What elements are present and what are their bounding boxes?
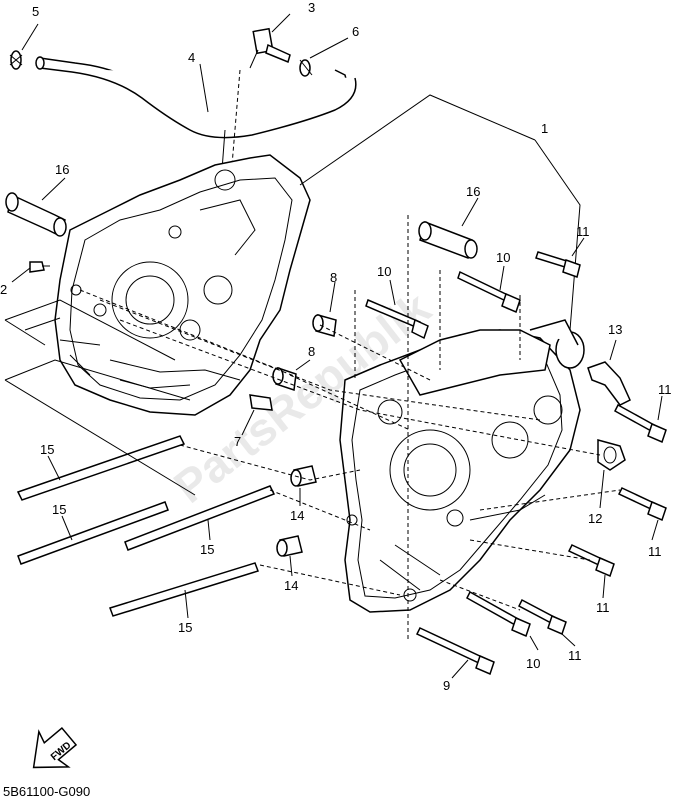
stud-15-d bbox=[109, 562, 259, 617]
bolt-11-d bbox=[567, 544, 615, 578]
leader-lines bbox=[11, 13, 663, 679]
label-part-1: 1 bbox=[541, 121, 548, 136]
label-part-11-d: 11 bbox=[596, 600, 610, 615]
bracket-13 bbox=[587, 361, 631, 406]
stud-15-a bbox=[16, 435, 186, 501]
collar-14-upper bbox=[290, 465, 317, 487]
label-part-15-b: 15 bbox=[52, 502, 66, 517]
stud-15-b bbox=[17, 501, 169, 565]
label-part-14-lower: 14 bbox=[284, 578, 298, 593]
label-part-2: 2 bbox=[0, 282, 7, 297]
bolt-10-c bbox=[466, 590, 531, 638]
crankcase-left bbox=[54, 154, 311, 416]
label-part-3: 3 bbox=[308, 0, 315, 15]
label-part-5: 5 bbox=[32, 4, 39, 19]
collar-8-upper bbox=[312, 314, 337, 337]
stud-15-c bbox=[124, 485, 276, 551]
label-part-15-a: 15 bbox=[40, 442, 54, 457]
label-part-11-b: 11 bbox=[658, 382, 672, 397]
label-part-11-a: 11 bbox=[576, 224, 590, 239]
dowel-pin-16-right bbox=[418, 221, 478, 260]
label-part-7: 7 bbox=[234, 434, 241, 449]
bolt-11-b bbox=[614, 403, 667, 444]
bolt-11-a bbox=[535, 251, 581, 278]
label-part-10-c: 10 bbox=[526, 656, 540, 671]
breather-hose bbox=[35, 56, 357, 171]
dowel-pin-16-left bbox=[5, 192, 67, 237]
clamp-12 bbox=[597, 439, 626, 471]
label-part-10-a: 10 bbox=[377, 264, 391, 279]
bolt-11-c bbox=[617, 487, 667, 522]
label-part-8-lower: 8 bbox=[308, 344, 315, 359]
label-part-11-e: 11 bbox=[568, 648, 582, 663]
leader-part-1 bbox=[299, 94, 581, 331]
hose-clamp-left bbox=[9, 50, 23, 70]
label-part-6: 6 bbox=[352, 24, 359, 39]
label-part-15-c: 15 bbox=[200, 542, 214, 557]
label-part-12: 12 bbox=[588, 511, 602, 526]
part-labels: 1 2 3 4 5 6 7 8 8 9 10 10 10 11 11 11 11… bbox=[0, 0, 672, 693]
bolt-2 bbox=[29, 261, 50, 273]
hidden-lines bbox=[79, 215, 621, 640]
bolt-10-b bbox=[457, 270, 521, 314]
collar-14-lower bbox=[276, 535, 303, 557]
diagram-code: 5B61100-G090 bbox=[3, 784, 90, 799]
label-part-4: 4 bbox=[188, 50, 195, 65]
label-part-14-upper: 14 bbox=[290, 508, 304, 523]
bolt-10-a bbox=[365, 298, 429, 340]
label-part-16-right: 16 bbox=[466, 184, 480, 199]
hose-clamp-right bbox=[299, 59, 313, 77]
bolt-9 bbox=[415, 627, 495, 676]
label-part-8-upper: 8 bbox=[330, 270, 337, 285]
label-part-13: 13 bbox=[608, 322, 622, 337]
label-part-15-d: 15 bbox=[178, 620, 192, 635]
fwd-arrow-icon: FWD bbox=[32, 726, 78, 769]
stud-guide-lines bbox=[4, 299, 196, 496]
grommet-7 bbox=[249, 394, 273, 411]
label-part-10-b: 10 bbox=[496, 250, 510, 265]
label-part-11-c: 11 bbox=[648, 544, 662, 559]
breather-joint bbox=[249, 27, 291, 69]
label-part-16-left: 16 bbox=[55, 162, 69, 177]
label-part-9: 9 bbox=[443, 678, 450, 693]
